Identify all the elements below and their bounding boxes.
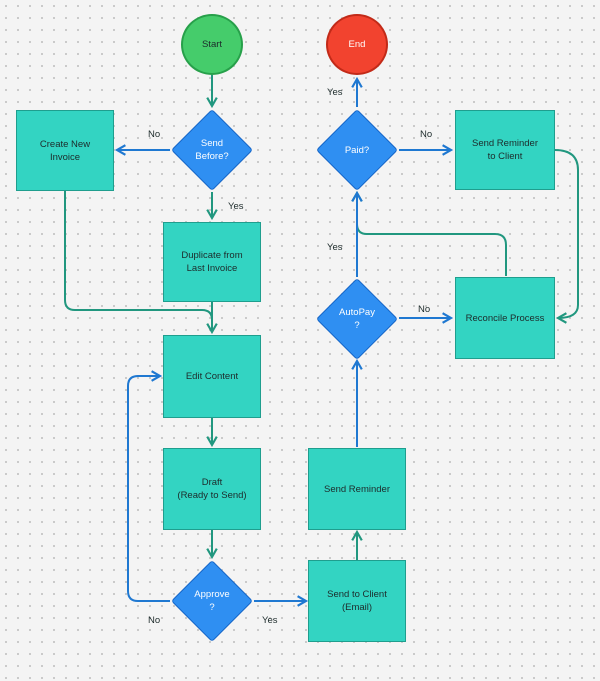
start-node[interactable]: Start <box>181 14 243 75</box>
send-before-no-label: No <box>148 129 161 140</box>
send-reminder-to-client-box[interactable]: Send Reminder to Client <box>455 110 555 190</box>
approve-label: Approve ? <box>194 589 230 613</box>
duplicate-from-last-invoice-box[interactable]: Duplicate from Last Invoice <box>163 222 261 302</box>
send-reminder-box[interactable]: Send Reminder <box>308 448 406 530</box>
autopay-no-label: No <box>418 304 431 315</box>
send-before-decision[interactable]: Send Before? <box>170 108 254 192</box>
approve-yes-label: Yes <box>262 615 278 626</box>
end-node[interactable]: End <box>326 14 388 75</box>
draft-box[interactable]: Draft (Ready to Send) <box>163 448 261 530</box>
edge-reminder-client-to-reconcile <box>554 149 579 324</box>
send-before-yes-label: Yes <box>228 201 244 212</box>
approve-decision[interactable]: Approve ? <box>170 559 254 643</box>
create-new-invoice-box[interactable]: Create New Invoice <box>16 110 114 191</box>
paid-label: Paid? <box>344 144 370 156</box>
reconcile-process-box[interactable]: Reconcile Process <box>455 277 555 359</box>
paid-yes-label: Yes <box>327 87 343 98</box>
edge-approve-no-to-edit <box>127 370 170 602</box>
send-to-client-box[interactable]: Send to Client (Email) <box>308 560 406 642</box>
edit-content-box[interactable]: Edit Content <box>163 335 261 418</box>
autopay-decision[interactable]: AutoPay ? <box>315 277 399 361</box>
send-before-label: Send Before? <box>195 138 229 162</box>
paid-no-label: No <box>420 129 433 140</box>
approve-no-label: No <box>148 615 161 626</box>
autopay-label: AutoPay ? <box>339 307 375 331</box>
edge-reconcile-to-paid <box>351 190 507 276</box>
autopay-yes-label: Yes <box>327 242 343 253</box>
paid-decision[interactable]: Paid? <box>315 108 399 192</box>
